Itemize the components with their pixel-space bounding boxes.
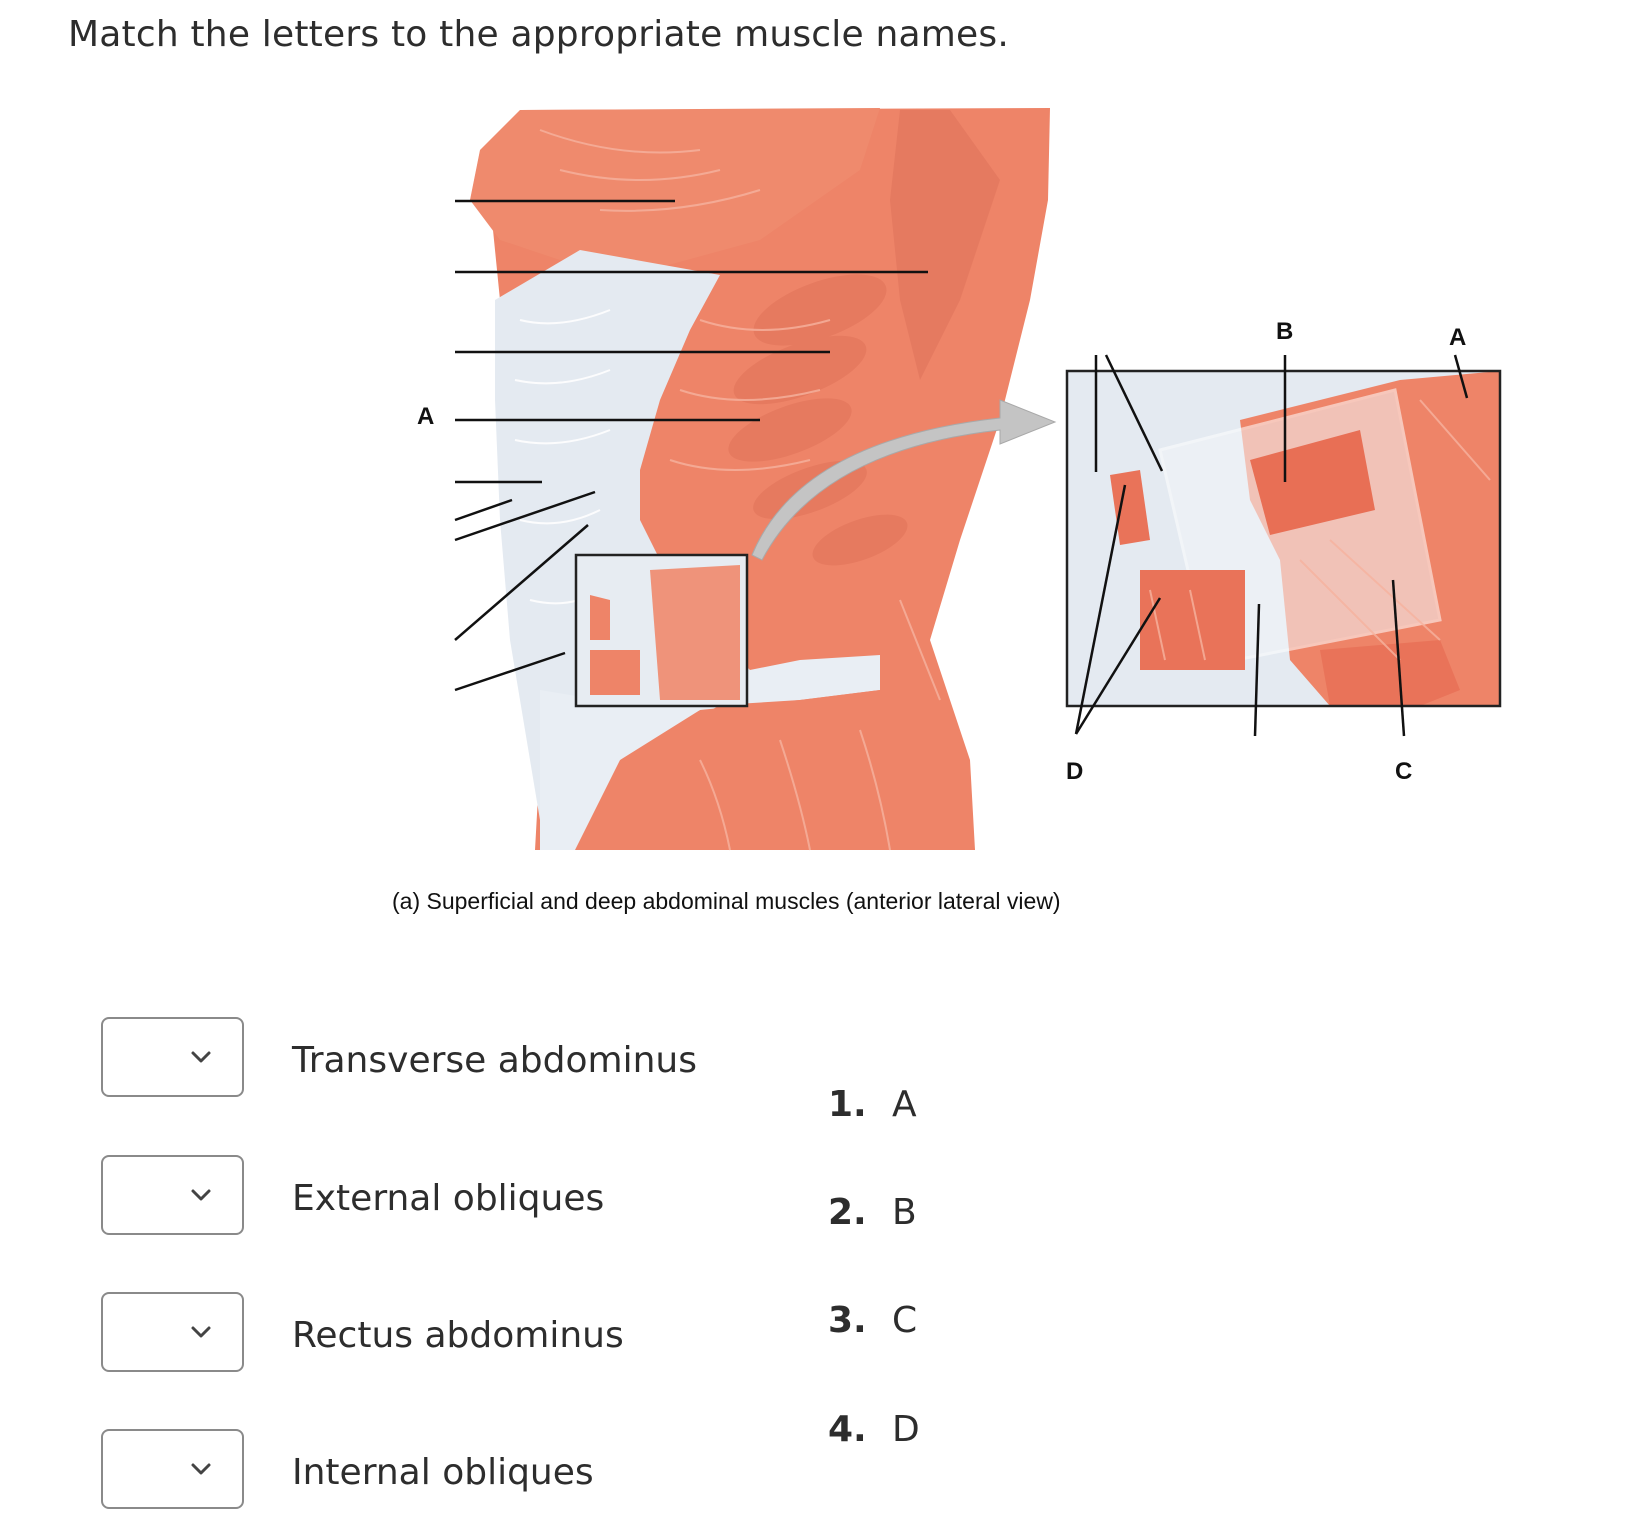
match-term-1: Transverse abdominus — [292, 1040, 697, 1081]
chevron-down-icon — [191, 1326, 211, 1338]
match-term-3: Rectus abdominus — [292, 1315, 624, 1356]
zoom-arrow — [751, 399, 1057, 561]
zoomed-inset — [1065, 369, 1502, 708]
option-letter: B — [892, 1192, 917, 1233]
abdominal-muscles-illustration — [454, 108, 1502, 851]
option-2: 2. B — [828, 1192, 917, 1233]
option-3: 3. C — [828, 1300, 917, 1341]
match-select-1[interactable] — [101, 1017, 244, 1097]
label-b-inset: B — [1276, 318, 1294, 345]
anatomy-figure: A B A D C (a) Superficial and deep abdom… — [392, 108, 1502, 914]
match-term-2: External obliques — [292, 1178, 605, 1219]
chevron-down-icon — [191, 1189, 211, 1201]
option-1: 1. A — [828, 1084, 917, 1125]
leader-lines-left — [454, 199, 928, 692]
match-term-4: Internal obliques — [292, 1452, 594, 1493]
option-number: 1. — [828, 1084, 867, 1125]
match-select-2[interactable] — [101, 1155, 244, 1235]
option-number: 3. — [828, 1300, 867, 1341]
figure-caption: (a) Superficial and deep abdominal muscl… — [392, 888, 1061, 914]
option-letter: A — [892, 1084, 917, 1125]
chevron-down-icon — [191, 1051, 211, 1063]
option-4: 4. D — [828, 1409, 920, 1450]
torso-illustration — [470, 108, 1050, 851]
question-text: Match the letters to the appropriate mus… — [68, 14, 1009, 55]
match-select-4[interactable] — [101, 1429, 244, 1509]
leader-lines-inset — [1074, 354, 1469, 737]
match-select-3[interactable] — [101, 1292, 244, 1372]
label-d-inset: D — [1066, 758, 1084, 785]
label-c-inset: C — [1395, 758, 1413, 785]
option-number: 4. — [828, 1409, 867, 1450]
label-a-left: A — [417, 403, 435, 430]
option-letter: D — [892, 1409, 920, 1450]
option-number: 2. — [828, 1192, 867, 1233]
option-letter: C — [892, 1300, 918, 1341]
label-a-inset: A — [1449, 324, 1467, 351]
chevron-down-icon — [191, 1463, 211, 1475]
